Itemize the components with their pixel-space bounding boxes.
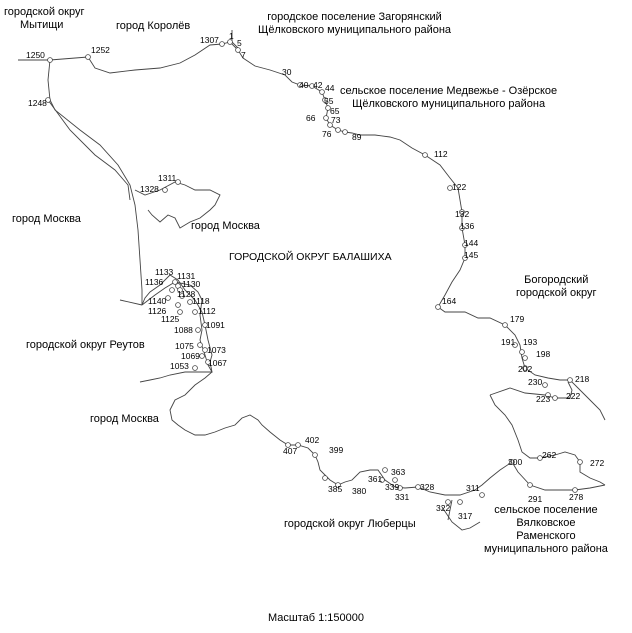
- point-label: 1: [229, 31, 234, 41]
- point-label: 1130: [182, 279, 201, 289]
- point-label: 402: [305, 435, 319, 445]
- region-label-reutov: городской округ Реутов: [26, 339, 145, 351]
- point-label: 179: [510, 314, 524, 324]
- point-label: 407: [283, 446, 297, 456]
- point-label: 1307: [200, 35, 219, 45]
- point-label: 164: [442, 296, 456, 306]
- point-label: 76: [322, 129, 332, 139]
- point-label: 300: [508, 457, 522, 467]
- west-diag-long: [47, 99, 131, 201]
- point-label: 317: [458, 511, 472, 521]
- point-label: 230: [528, 377, 542, 387]
- point-label: 1248: [28, 98, 47, 108]
- point-label: 222: [566, 391, 580, 401]
- point-label: 1073: [207, 345, 226, 355]
- point-label: 1067: [208, 358, 227, 368]
- south-west: [119, 299, 143, 306]
- point-label: 1252: [91, 45, 110, 55]
- region-label-bogorodsky: Богородский городской округ: [516, 274, 597, 299]
- point-label: 89: [352, 132, 362, 142]
- point-label: 42: [313, 80, 323, 90]
- point-label: 7: [241, 50, 246, 60]
- point-label: 1133: [155, 267, 174, 277]
- point-label: 363: [391, 467, 405, 477]
- point-label: 44: [325, 83, 335, 93]
- region-label-moscow-west: город Москва: [12, 213, 81, 225]
- point-label: 1069: [181, 351, 200, 361]
- map-scale: Масштаб 1:150000: [268, 612, 364, 624]
- region-label-moscow-south: город Москва: [90, 413, 159, 425]
- region-label-zagoryansky: городское поселение Загорянский Щёлковск…: [258, 11, 452, 36]
- point-label: 1128: [177, 289, 196, 299]
- point-label: 380: [352, 486, 366, 496]
- point-label: 328: [420, 482, 434, 492]
- point-label: 311: [466, 483, 480, 493]
- point-label: 66: [306, 113, 316, 123]
- point-label: 218: [575, 374, 589, 384]
- point-label: 385: [328, 484, 342, 494]
- district-boundary-south: [141, 274, 606, 496]
- point-label: 30: [282, 67, 292, 77]
- point-label: 73: [331, 115, 341, 125]
- point-label: 191: [501, 337, 515, 347]
- point-label: 1112: [198, 306, 216, 316]
- region-label-vyalkovskoe: сельское поселение Вялковское Раменского…: [484, 504, 608, 555]
- point-label: 55: [324, 96, 334, 106]
- point-label: 5: [237, 38, 242, 48]
- point-label: 331: [395, 492, 409, 502]
- point-label: 1140: [148, 296, 167, 306]
- point-label: 1075: [175, 341, 194, 351]
- west-boundary-diag: [47, 59, 143, 305]
- point-label: 65: [330, 106, 340, 116]
- south-line: [447, 499, 453, 521]
- point-label: 272: [590, 458, 604, 468]
- point-label: 193: [523, 337, 537, 347]
- point-label: 322: [436, 503, 450, 513]
- point-label: 1126: [148, 306, 167, 316]
- region-label-mytishchi: городской округ Мытищи: [4, 6, 85, 31]
- point-label: 399: [329, 445, 343, 455]
- point-label: 291: [528, 494, 542, 504]
- point-label: 1091: [206, 320, 225, 330]
- point-label: 1131: [177, 271, 196, 281]
- region-label-medvezhye: сельское поселение Медвежье - Озёрское Щ…: [340, 85, 558, 110]
- point-label: 1311: [158, 173, 177, 183]
- point-label: 361: [368, 474, 382, 484]
- region-label-moscow-enclave: город Москва: [191, 220, 260, 232]
- point-label: 1250: [26, 50, 45, 60]
- point-label: 278: [569, 492, 583, 502]
- point-label: 1125: [161, 314, 180, 324]
- point-label: 144: [464, 238, 478, 248]
- region-label-korolev: город Королёв: [116, 20, 191, 32]
- point-label: 198: [536, 349, 550, 359]
- point-label: 1328: [140, 184, 159, 194]
- region-label-lyubertsy: городской округ Люберцы: [284, 518, 416, 530]
- region-label-balashikha: ГОРОДСКОЙ ОКРУГ БАЛАШИХА: [229, 251, 392, 263]
- point-label: 1053: [170, 361, 189, 371]
- point-label: 339: [385, 482, 399, 492]
- district-boundary-ring: [489, 394, 606, 486]
- point-label: 145: [464, 250, 478, 260]
- point-label: 132: [455, 209, 469, 219]
- point-label: 1136: [145, 277, 164, 287]
- point-label: 223: [536, 394, 550, 404]
- point-label: 202: [518, 364, 532, 374]
- point-label: 1088: [174, 325, 193, 335]
- point-label: 1118: [192, 296, 210, 306]
- point-label: 122: [452, 182, 466, 192]
- moscow-enclave: [134, 181, 221, 229]
- point-label: 112: [434, 149, 448, 159]
- point-label: 136: [460, 221, 474, 231]
- point-label: 40: [299, 80, 309, 90]
- point-label: 262: [542, 450, 556, 460]
